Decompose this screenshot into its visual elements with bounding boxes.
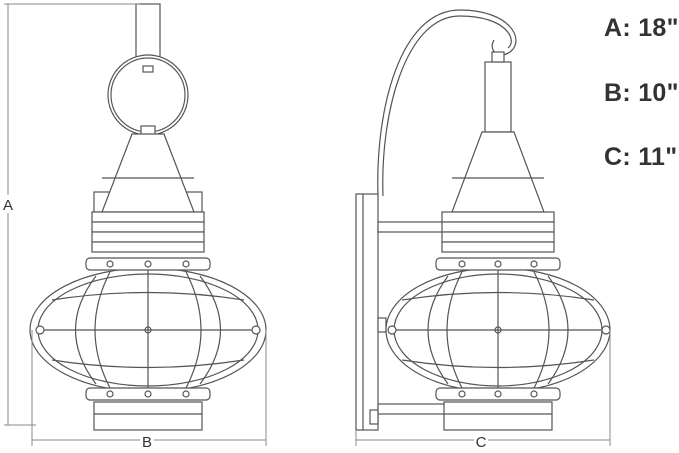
side-curved-arm-inner [382, 15, 512, 197]
side-rivets [387, 260, 611, 398]
front-cap-cone [101, 133, 195, 213]
side-rod-cap [491, 51, 505, 63]
side-band-1 [441, 211, 555, 223]
side-band-2 [441, 221, 555, 233]
spec-depth: C: 11" [604, 143, 678, 171]
side-top-ring [435, 257, 561, 271]
side-cage-ring [401, 291, 595, 301]
front-base [93, 401, 203, 431]
side-cap-cone [451, 131, 545, 213]
dim-label-a: A [3, 197, 13, 214]
side-hanger-rod [484, 61, 512, 133]
dim-label-bg [140, 433, 154, 447]
spec-width: B: 10" [604, 79, 679, 107]
front-bottom-ring [85, 387, 211, 401]
front-band-2 [91, 221, 205, 233]
side-view-lantern [355, 9, 611, 431]
dim-label-bg [474, 433, 488, 447]
front-top-ring [85, 257, 211, 271]
front-band-3 [91, 231, 205, 243]
spec-height: A: 18" [604, 14, 679, 42]
dim-label-b: B [142, 434, 152, 451]
side-mount-screw [377, 317, 387, 333]
side-base [443, 401, 553, 431]
front-rivets [35, 260, 261, 398]
side-band-4 [441, 241, 555, 253]
front-view-lantern [29, 3, 267, 431]
side-band-3 [441, 231, 555, 243]
front-band-1 [91, 211, 205, 223]
side-bottom-ring [435, 387, 561, 401]
front-cage-ring [51, 291, 245, 301]
front-cage-ring [51, 359, 245, 369]
side-bracket-bolt [369, 409, 379, 425]
front-ring-collar [142, 65, 154, 73]
side-wall-plate [355, 193, 379, 431]
dim-label-c: C [476, 434, 487, 451]
dim-label-bg [1, 195, 15, 213]
side-bottom-bracket [377, 403, 449, 415]
front-band-4 [91, 241, 205, 253]
side-horizontal-arm [377, 221, 449, 233]
side-cage-ring [401, 359, 595, 369]
